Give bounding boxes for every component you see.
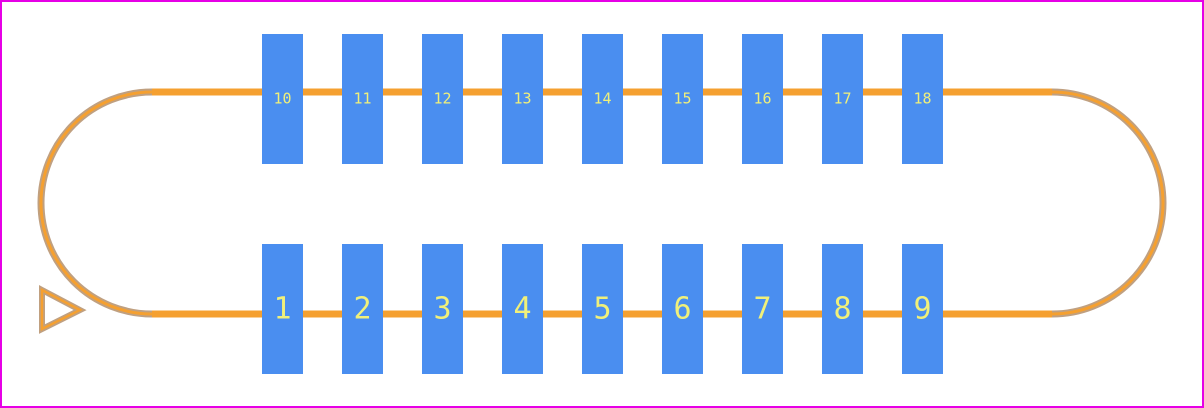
pad-label-7: 7 (753, 292, 771, 327)
pad-label-3: 3 (433, 292, 451, 327)
pad-8 (822, 244, 863, 374)
pad-label-12: 12 (433, 90, 451, 108)
silkscreen-left-arc (37, 88, 153, 318)
pad-5 (582, 244, 623, 374)
pad-18 (902, 34, 943, 164)
pad-label-15: 15 (673, 90, 691, 108)
pad-1 (262, 244, 303, 374)
pad-label-10: 10 (273, 90, 291, 108)
pad-7 (742, 244, 783, 374)
pad-9 (902, 244, 943, 374)
pad-label-2: 2 (353, 292, 371, 327)
pad-17 (822, 34, 863, 164)
pad-label-14: 14 (593, 90, 611, 108)
pad-14 (582, 34, 623, 164)
pad-label-5: 5 (593, 292, 611, 327)
pad-11 (342, 34, 383, 164)
triangle-pin1-icon (39, 285, 87, 334)
pad-label-6: 6 (673, 292, 691, 327)
top-pad-row: 10 11 12 13 14 15 16 17 18 (262, 34, 943, 164)
pad-4 (502, 244, 543, 374)
pad-3 (422, 244, 463, 374)
pad-label-8: 8 (833, 292, 851, 327)
pad-label-17: 17 (833, 90, 851, 108)
pad-label-9: 9 (913, 292, 931, 327)
silkscreen-right-arc (1051, 88, 1167, 318)
silkscreen-right-arc-inner (1051, 90, 1165, 316)
bottom-pad-row: 1 2 3 4 5 6 7 8 9 (262, 244, 943, 374)
pad-label-16: 16 (753, 90, 771, 108)
silkscreen-left-arc-inner (39, 90, 153, 316)
pad-2 (342, 244, 383, 374)
pad-16 (742, 34, 783, 164)
pad-label-1: 1 (273, 292, 291, 327)
pad-label-11: 11 (353, 90, 371, 108)
pad-label-4: 4 (513, 292, 531, 327)
pad-10 (262, 34, 303, 164)
pad-6 (662, 244, 703, 374)
pad-label-18: 18 (913, 90, 931, 108)
pad-15 (662, 34, 703, 164)
pad-13 (502, 34, 543, 164)
pad-label-13: 13 (513, 90, 531, 108)
pad-12 (422, 34, 463, 164)
